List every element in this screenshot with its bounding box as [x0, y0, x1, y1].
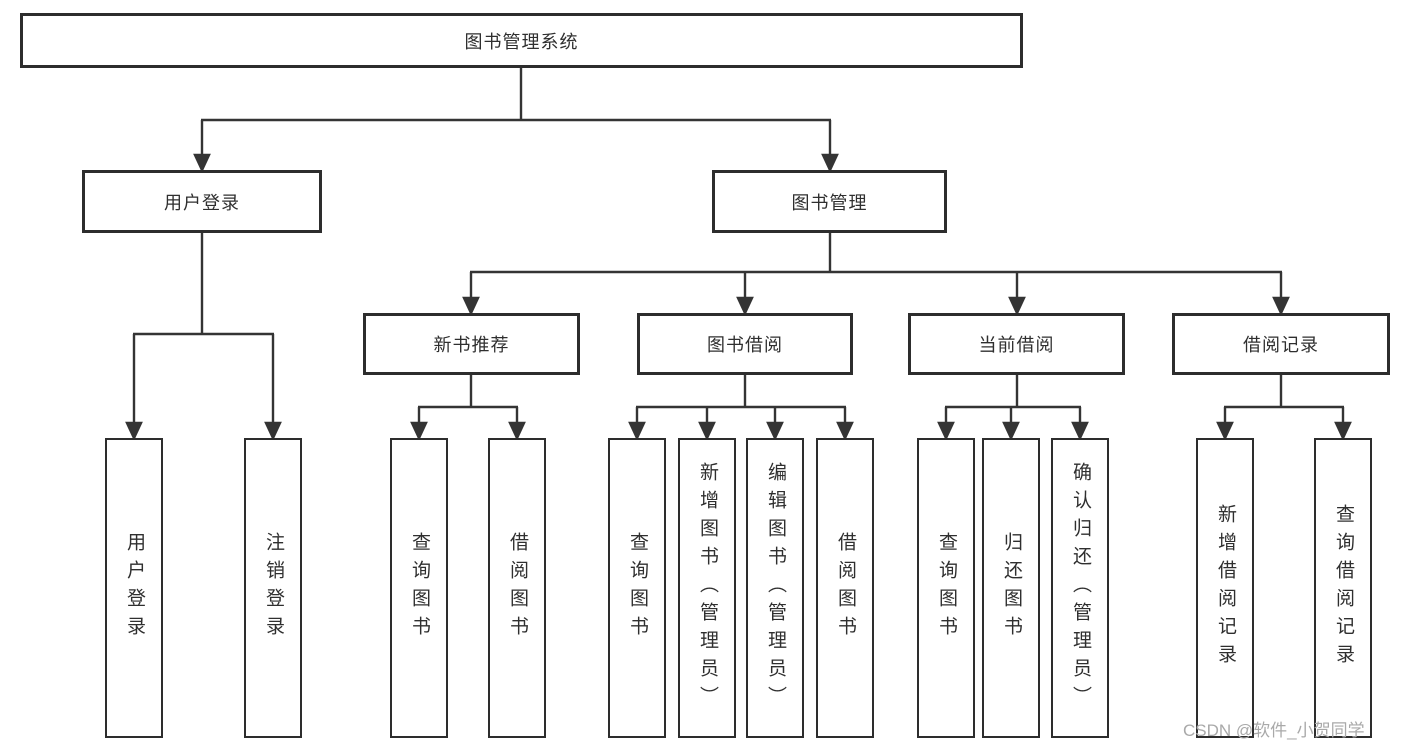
csdn-watermark: CSDN @软件_小贺同学 — [1183, 721, 1365, 740]
leaf-query-books-borrowing: 查询图书 — [608, 438, 666, 738]
node-borrowing-records: 借阅记录 — [1172, 313, 1390, 375]
leaf-query-books-borrowing-label: 查询图书 — [626, 532, 648, 644]
leaf-borrow-books-recommend: 借阅图书 — [488, 438, 546, 738]
leaf-return-book-label: 归还图书 — [1000, 532, 1022, 644]
leaf-confirm-return-admin-label: 确认归还（管理员） — [1069, 462, 1091, 714]
leaf-logout: 注销登录 — [244, 438, 302, 738]
leaf-add-borrow-record-label: 新增借阅记录 — [1214, 504, 1236, 672]
leaf-edit-book-admin: 编辑图书（管理员） — [746, 438, 804, 738]
leaf-query-books-recommend-label: 查询图书 — [408, 532, 430, 644]
leaf-borrow-books-borrowing-label: 借阅图书 — [834, 532, 856, 644]
leaf-add-book-admin-label: 新增图书（管理员） — [696, 462, 718, 714]
node-user-login: 用户登录 — [82, 170, 322, 233]
leaf-borrow-books-recommend-label: 借阅图书 — [506, 532, 528, 644]
leaf-confirm-return-admin: 确认归还（管理员） — [1051, 438, 1109, 738]
node-book-management: 图书管理 — [712, 170, 947, 233]
leaf-borrow-books-borrowing: 借阅图书 — [816, 438, 874, 738]
leaf-return-book: 归还图书 — [982, 438, 1040, 738]
leaf-query-borrow-record: 查询借阅记录 — [1314, 438, 1372, 738]
leaf-query-books-recommend: 查询图书 — [390, 438, 448, 738]
leaf-user-login: 用户登录 — [105, 438, 163, 738]
leaf-add-borrow-record: 新增借阅记录 — [1196, 438, 1254, 738]
node-current-borrowing: 当前借阅 — [908, 313, 1125, 375]
leaf-query-borrow-record-label: 查询借阅记录 — [1332, 504, 1354, 672]
node-new-book-recommendation: 新书推荐 — [363, 313, 580, 375]
leaf-logout-label: 注销登录 — [262, 532, 284, 644]
leaf-query-books-current-label: 查询图书 — [935, 532, 957, 644]
leaf-query-books-current: 查询图书 — [917, 438, 975, 738]
leaf-user-login-label: 用户登录 — [123, 532, 145, 644]
node-book-borrowing: 图书借阅 — [637, 313, 853, 375]
leaf-add-book-admin: 新增图书（管理员） — [678, 438, 736, 738]
node-library-system: 图书管理系统 — [20, 13, 1023, 68]
leaf-edit-book-admin-label: 编辑图书（管理员） — [764, 462, 786, 714]
